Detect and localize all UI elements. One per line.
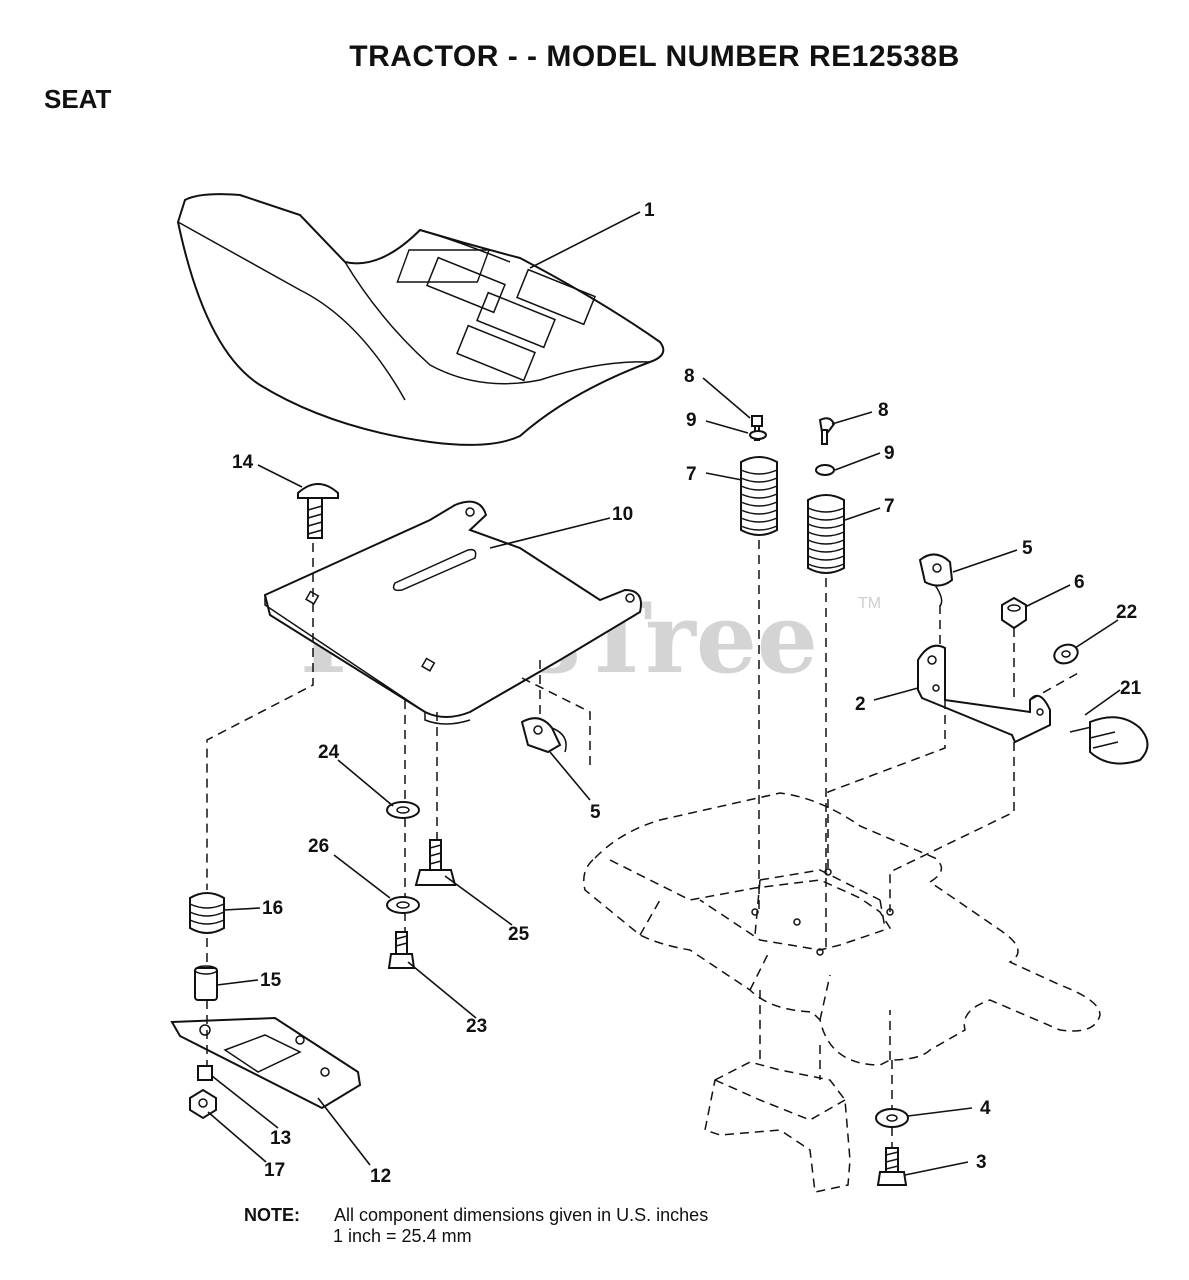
callout-5-right: 5 [1022, 538, 1033, 559]
note-line-2: 1 inch = 25.4 mm [333, 1226, 472, 1246]
bracket-part-2[interactable] [917, 644, 1051, 744]
nut-part-17[interactable] [189, 1088, 217, 1120]
callout-24: 24 [318, 742, 340, 763]
callout-13: 13 [270, 1128, 291, 1149]
callout-22: 22 [1116, 602, 1137, 623]
spacer-part-15[interactable] [194, 965, 218, 1001]
callout-17: 17 [264, 1160, 285, 1181]
spring-assembly-left[interactable] [740, 415, 778, 536]
callout-3: 3 [976, 1152, 987, 1173]
callout-9-right: 9 [884, 443, 895, 464]
washer-part-26[interactable] [386, 896, 420, 914]
clip-part-5-left[interactable] [520, 717, 567, 754]
assembly-lines [206, 540, 1081, 1148]
note-label: NOTE: [244, 1205, 300, 1225]
callout-16: 16 [262, 898, 283, 919]
callout-14: 14 [232, 452, 254, 473]
callout-5-left: 5 [590, 802, 601, 823]
spring-assembly-right[interactable] [807, 417, 845, 574]
carriage-bolt-part-14[interactable] [297, 483, 339, 539]
clip-part-5-right[interactable] [918, 553, 954, 607]
washer-part-4[interactable] [875, 1108, 909, 1128]
dimension-note: NOTE: All component dimensions given in U… [244, 1205, 708, 1226]
fender-frame-outline [583, 792, 1101, 1193]
callout-4: 4 [980, 1098, 991, 1119]
note-line-1: All component dimensions given in U.S. i… [334, 1205, 709, 1225]
callout-7-left: 7 [686, 464, 697, 485]
callout-10: 10 [612, 504, 633, 525]
callout-6: 6 [1074, 572, 1085, 593]
callout-26: 26 [308, 836, 329, 857]
watermark-tm: TM [858, 595, 881, 612]
washer-part-24[interactable] [386, 801, 420, 819]
plate-part-12[interactable] [170, 1016, 362, 1110]
callout-1: 1 [644, 200, 655, 221]
page-title: TRACTOR - - MODEL NUMBER RE12538B [349, 40, 960, 73]
section-title: SEAT [44, 84, 112, 114]
callout-8-left: 8 [684, 366, 695, 387]
knob-part-21[interactable] [1069, 716, 1149, 765]
callout-23: 23 [466, 1016, 487, 1037]
nut-part-13[interactable] [197, 1065, 213, 1081]
locknut-part-6[interactable] [1001, 596, 1027, 630]
seat-pan-part-10[interactable] [263, 500, 642, 725]
callout-2: 2 [855, 694, 866, 715]
callout-8-right: 8 [878, 400, 889, 421]
callout-7-right: 7 [884, 496, 895, 517]
washer-part-22[interactable] [1052, 641, 1081, 666]
callout-25: 25 [508, 924, 530, 945]
callout-labels: 1 2 3 4 5 5 6 7 7 8 8 9 9 10 12 13 17 14… [232, 200, 1142, 1187]
bolt-part-3[interactable] [876, 1147, 908, 1186]
leader-lines [207, 211, 1121, 1176]
seat-part-1[interactable] [176, 193, 665, 446]
callout-15: 15 [260, 970, 282, 991]
bolt-part-25[interactable] [414, 839, 457, 886]
bolt-part-23[interactable] [387, 931, 416, 969]
spring-part-16[interactable] [189, 892, 225, 934]
callout-9-left: 9 [686, 410, 697, 431]
callout-12: 12 [370, 1166, 391, 1187]
callout-21: 21 [1120, 678, 1142, 699]
